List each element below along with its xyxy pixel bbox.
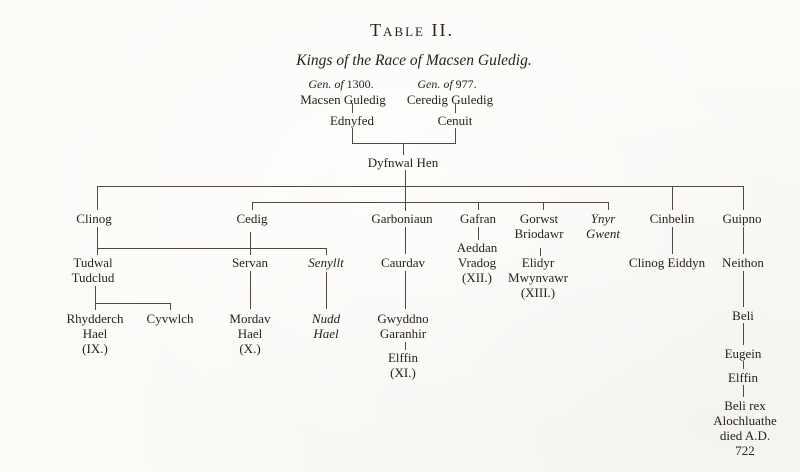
person-ednyfed: Ednyfed (329, 113, 375, 128)
connector (95, 286, 96, 310)
person-neithon: Neithon (722, 255, 764, 270)
connector (97, 227, 98, 255)
person-cedig: Cedig (236, 211, 268, 226)
connector (250, 232, 251, 255)
person-ceredig-guledig: Ceredig Guledig (406, 92, 494, 107)
gen-note-value: 1300. (346, 77, 374, 91)
person-elffin-xi: Elffin (XI.) (387, 350, 419, 380)
gen-note-value: 977. (455, 77, 477, 91)
gen-note-prefix: Gen. of (417, 77, 453, 91)
person-cyvwlch: Cyvwlch (146, 311, 194, 326)
connector (405, 227, 406, 254)
connector (170, 303, 171, 310)
person-elffin: Elffin (727, 370, 759, 385)
person-cinbelin: Cinbelin (649, 211, 695, 226)
person-eugein: Eugein (724, 346, 762, 361)
connector (95, 303, 170, 304)
person-rhydderch-hael: Rhydderch Hael (IX.) (66, 311, 124, 356)
person-nudd-hael: Nudd Hael (311, 311, 341, 341)
page-subtitle: Kings of the Race of Macsen Guledig. (296, 52, 532, 69)
gen-note-macsen: Gen. of 1300. (308, 78, 373, 91)
person-beli: Beli (732, 308, 754, 323)
connector (608, 202, 609, 210)
person-clinog: Clinog (76, 211, 112, 226)
connector (97, 186, 98, 210)
person-cenuit: Cenuit (437, 113, 473, 128)
person-servan: Servan (231, 255, 269, 270)
person-garboniaun: Garboniaun (371, 211, 433, 226)
person-gafran: Gafran (459, 211, 497, 226)
connector (672, 186, 673, 210)
connector (326, 272, 327, 309)
connector (405, 271, 406, 309)
person-senyllt: Senyllt (308, 255, 344, 270)
connector (405, 170, 406, 211)
connector (743, 361, 744, 369)
connector (743, 323, 744, 345)
page-title: Table II. (370, 20, 454, 40)
connector (455, 103, 456, 113)
connector (743, 227, 744, 254)
person-mordav-hael: Mordav Hael (X.) (229, 311, 271, 356)
connector (405, 342, 406, 350)
gen-note-prefix: Gen. of (308, 77, 344, 91)
person-tudwal-tudclud: Tudwal Tudclud (71, 255, 115, 285)
person-aeddan-vradog: Aeddan Vradog (XII.) (456, 240, 498, 285)
connector (455, 128, 456, 144)
person-clinog-eiddyn: Clinog Eiddyn (628, 255, 706, 270)
connector (540, 248, 541, 256)
connector (252, 202, 253, 210)
person-elidyr-mwynvawr: Elidyr Mwynvawr (XIII.) (508, 255, 568, 300)
person-dyfnwal-hen: Dyfnwal Hen (367, 155, 439, 170)
connector (743, 271, 744, 307)
connector (743, 186, 744, 210)
connector (352, 143, 456, 144)
person-gwyddno-garanhir: Gwyddno Garanhir (377, 311, 429, 341)
connector (250, 271, 251, 309)
person-gorwst-briodawr: Gorwst Briodawr (514, 211, 564, 241)
person-beli-rex: Beli rex Alochluathe died A.D. 722 (713, 398, 777, 458)
connector (352, 128, 353, 144)
connector (403, 143, 404, 155)
connector (97, 248, 326, 249)
connector (478, 227, 479, 240)
connector (352, 103, 353, 113)
gen-note-ceredig: Gen. of 977. (417, 78, 476, 91)
connector (743, 385, 744, 397)
connector (478, 202, 479, 210)
connector (543, 202, 544, 210)
person-ynyr-gwent: Ynyr Gwent (586, 211, 620, 241)
person-guipno: Guipno (722, 211, 762, 226)
connector (97, 186, 744, 187)
connector (326, 248, 327, 255)
connector (672, 227, 673, 254)
person-macsen-guledig: Macsen Guledig (300, 92, 386, 107)
person-caurdav: Caurdav (380, 255, 426, 270)
connector (252, 202, 608, 203)
